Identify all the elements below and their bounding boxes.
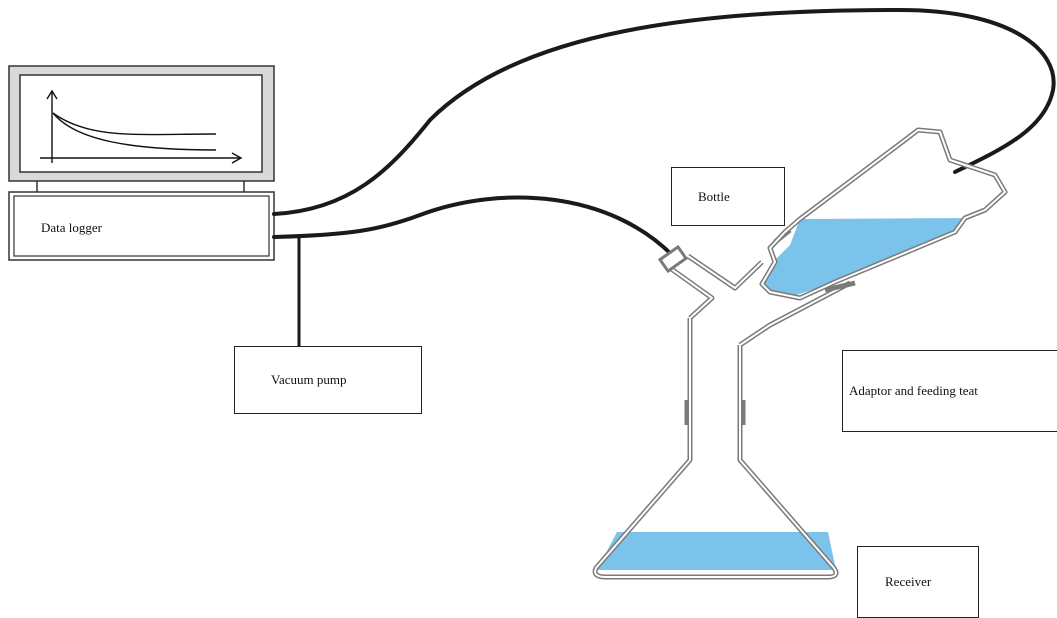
bottle-tube xyxy=(272,7,1056,216)
adaptor-label-box: Adaptor and feeding teat xyxy=(842,350,1057,432)
bottle-liquid xyxy=(763,218,965,298)
vacuum-pump-box: Vacuum pump xyxy=(234,346,422,414)
monitor xyxy=(8,65,275,192)
receiver-label-box: Receiver xyxy=(857,546,979,618)
decay-curves-graph-icon xyxy=(40,89,243,164)
vacuum-pump-label: Vacuum pump xyxy=(271,372,347,387)
adaptor-label: Adaptor and feeding teat xyxy=(849,383,978,398)
tube-coupling xyxy=(657,244,689,274)
data-logger-label: Data logger xyxy=(41,220,103,235)
tubing xyxy=(272,7,1056,348)
receiver-label: Receiver xyxy=(885,574,932,589)
bottle-label: Bottle xyxy=(698,188,730,204)
data-logger xyxy=(8,191,275,261)
bottle-label-box: Bottle xyxy=(671,167,785,226)
receiver-liquid xyxy=(597,532,836,570)
receiver-tube xyxy=(272,195,677,260)
